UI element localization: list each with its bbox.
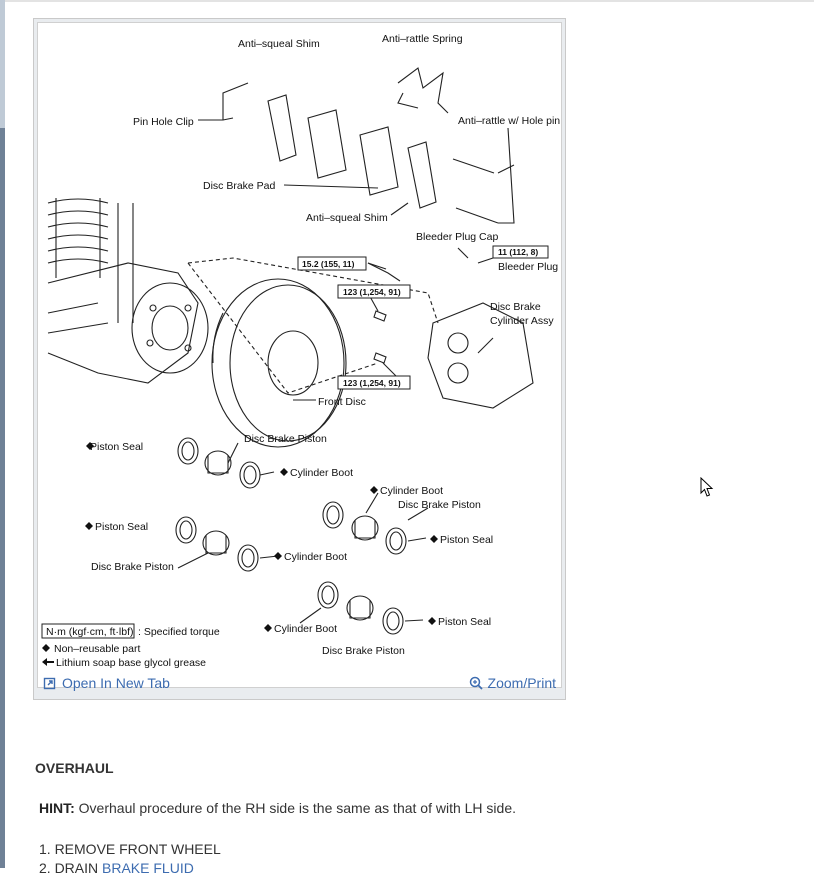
label-bleeder-plug: Bleeder Plug [498, 261, 558, 273]
figure-card: Anti–squeal Shim Anti–rattle Spring Pin … [33, 18, 566, 700]
label-anti-squeal-shim-mid: Anti–squeal Shim [306, 212, 388, 224]
label-disc-brake-pad: Disc Brake Pad [203, 180, 276, 192]
open-new-tab-icon [43, 677, 56, 690]
legend: N·m (kgf·cm, ft·lbf) : Specified torque … [41, 623, 220, 669]
label-piston-seal-4: Piston Seal [438, 616, 491, 628]
step-text: 1. REMOVE FRONT WHEEL [39, 841, 221, 857]
step-item: 1. REMOVE FRONT WHEEL [39, 841, 221, 857]
step-item: 2. DRAIN BRAKE FLUID [39, 860, 194, 876]
brake-fluid-link[interactable]: BRAKE FLUID [102, 860, 194, 876]
open-new-tab-label: Open In New Tab [62, 675, 170, 691]
label-anti-rattle-spring: Anti–rattle Spring [382, 33, 463, 45]
label-torque-bolt-lower: 123 (1,254, 91) [343, 378, 401, 388]
label-piston-seal-3: Piston Seal [440, 534, 493, 546]
label-disc-brake-piston-4: Disc Brake Piston [322, 645, 405, 657]
label-torque-bolt-upper: 123 (1,254, 91) [343, 287, 401, 297]
caliper-drawing [427, 302, 534, 409]
bolt-lower-drawing [373, 352, 387, 364]
section-title: OVERHAUL [35, 760, 114, 776]
label-cylinder-boot-3: Cylinder Boot [284, 551, 347, 563]
label-cylinder-boot-2: Cylinder Boot [380, 485, 443, 497]
hint-text: Overhaul procedure of the RH side is the… [74, 800, 516, 816]
label-disc-brake-cylinder-assy-1: Disc Brake [490, 301, 541, 313]
legend-non-reusable: Non–reusable part [54, 643, 140, 655]
hint-paragraph: HINT: Overhaul procedure of the RH side … [39, 800, 516, 816]
label-anti-squeal-shim-top: Anti–squeal Shim [238, 38, 320, 50]
label-disc-brake-cylinder-assy-2: Cylinder Assy [490, 315, 554, 327]
label-piston-seal-2: Piston Seal [95, 521, 148, 533]
step-text: 2. DRAIN [39, 860, 103, 876]
knuckle-hub-drawing [47, 262, 209, 384]
label-pin-hole-clip: Pin Hole Clip [133, 116, 194, 128]
hole-pins-drawing [452, 158, 499, 224]
bolt-upper-drawing [373, 310, 387, 322]
brake-diagram: Anti–squeal Shim Anti–rattle Spring Pin … [41, 33, 560, 669]
label-cylinder-boot-1: Cylinder Boot [290, 467, 353, 479]
figure-footer: Open In New Tab Zoom/Print [37, 670, 562, 696]
label-cylinder-boot-4: Cylinder Boot [274, 623, 337, 635]
legend-torque-box: N·m (kgf·cm, ft·lbf) [46, 626, 134, 638]
brake-line-drawing [367, 262, 401, 282]
diagram-image[interactable]: Anti–squeal Shim Anti–rattle Spring Pin … [37, 22, 562, 688]
zoom-print-label: Zoom/Print [487, 675, 556, 691]
window-left-edge-band [0, 128, 5, 868]
label-front-disc: Front Disc [318, 396, 366, 408]
coil-spring-drawing [47, 198, 134, 323]
mouse-cursor-icon [700, 477, 714, 497]
label-disc-brake-piston-2: Disc Brake Piston [398, 499, 481, 511]
zoom-icon [469, 676, 483, 690]
open-new-tab-link[interactable]: Open In New Tab [43, 675, 170, 691]
label-disc-brake-piston-3: Disc Brake Piston [91, 561, 174, 573]
label-piston-seal-1: Piston Seal [90, 441, 143, 453]
hint-label: HINT: [39, 800, 75, 816]
label-bleeder-plug-cap: Bleeder Plug Cap [416, 231, 498, 243]
legend-grease: Lithium soap base glycol grease [56, 657, 206, 669]
front-disc-drawing [211, 278, 347, 448]
label-anti-rattle-hole-pin: Anti–rattle w/ Hole pin [458, 115, 560, 127]
anti-rattle-spring-drawing [397, 67, 449, 114]
label-torque-bleeder: 11 (112, 8) [498, 247, 538, 257]
window-left-edge [0, 0, 5, 868]
label-torque-line: 15.2 (155, 11) [302, 259, 355, 269]
piston-parts-drawing [175, 437, 407, 635]
label-disc-brake-piston-1: Disc Brake Piston [244, 433, 327, 445]
legend-torque-text: : Specified torque [138, 626, 220, 638]
zoom-print-link[interactable]: Zoom/Print [469, 675, 556, 691]
top-divider [5, 0, 814, 2]
brake-pads-drawing [267, 94, 437, 209]
